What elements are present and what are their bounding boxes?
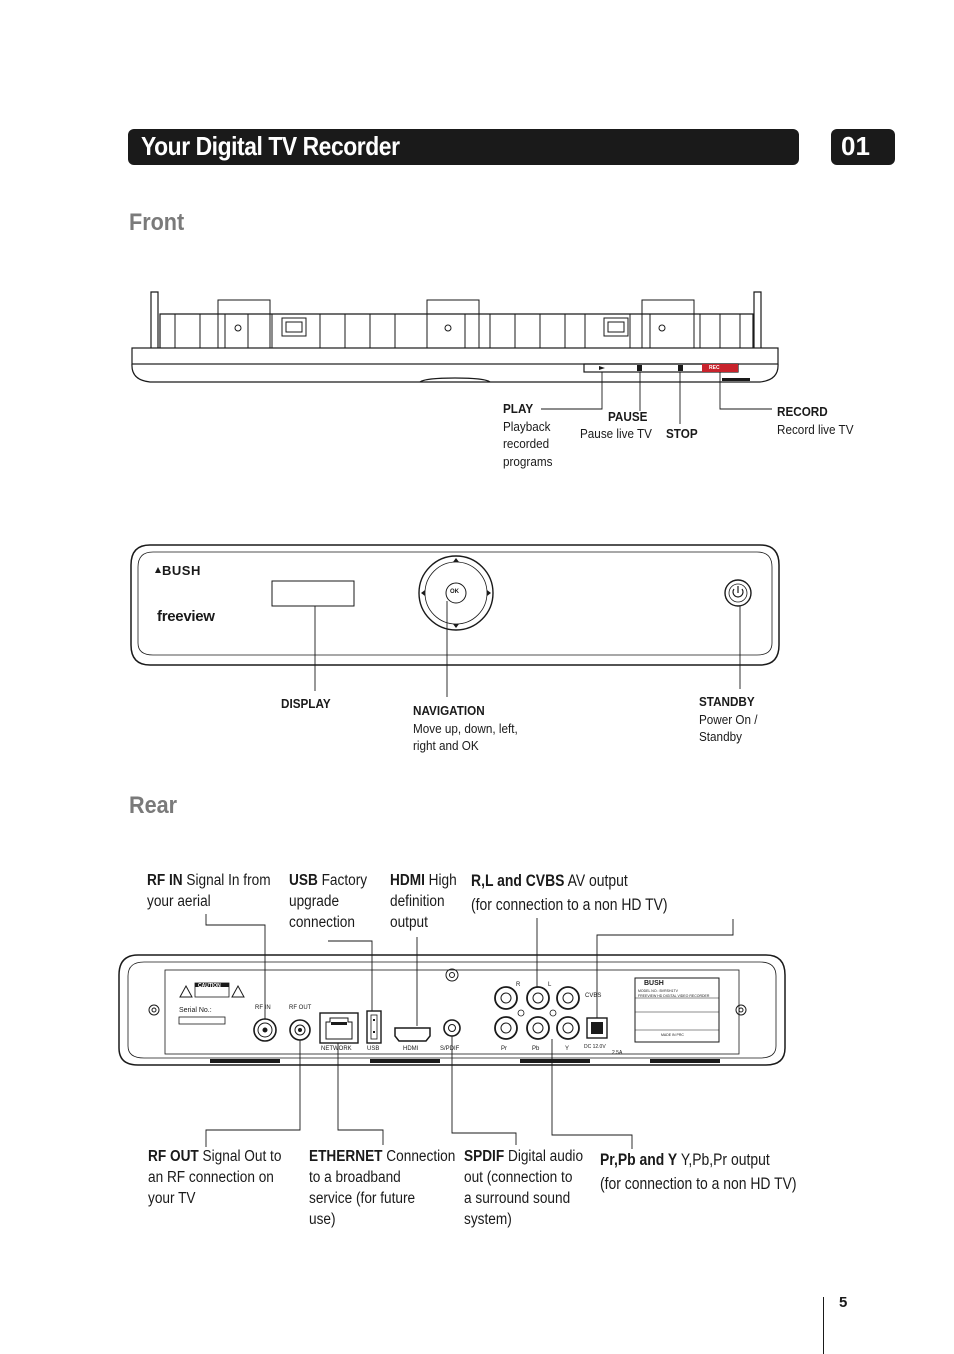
rf-out-desc-3: your TV xyxy=(148,1190,196,1207)
prpby-desc-2: (for connection to a non HD TV) xyxy=(600,1174,797,1193)
section-rear: Rear xyxy=(129,792,178,819)
prpby-desc-1: Y,Pb,Pr output xyxy=(677,1150,770,1169)
standby-desc-2: Standby xyxy=(699,729,742,744)
ethernet-desc-4: use) xyxy=(309,1211,336,1228)
usb-desc-3: connection xyxy=(289,914,355,931)
spdif-port-label: S/PDIF xyxy=(440,1046,460,1052)
ethernet-name: ETHERNET xyxy=(309,1148,383,1165)
rec-button-text: REC xyxy=(709,365,720,371)
chapter-number: 01 xyxy=(841,131,870,161)
rf-out-desc-2: an RF connection on xyxy=(148,1169,274,1186)
rating-label-brand: BUSH xyxy=(644,980,664,987)
pause-name: PAUSE xyxy=(608,409,648,424)
pr-port-label: Pr xyxy=(501,1046,507,1052)
ethernet-desc-2: to a broadband xyxy=(309,1169,401,1186)
rf-out-port-label: RF OUT xyxy=(289,1005,312,1011)
spdif-desc-4: system) xyxy=(464,1211,512,1228)
freeview-logo: freeview xyxy=(157,608,215,625)
spdif-callout: SPDIF Digital audio out (connection to a… xyxy=(464,1146,583,1230)
rl-cvbs-desc-2: (for connection to a non HD TV) xyxy=(471,895,668,914)
navigation-callout: NAVIGATION Move up, down, left, right an… xyxy=(413,702,518,755)
header-bar xyxy=(128,129,799,165)
rating-label-desc: FREEVIEW HD DIGITAL VIDEO RECORDER xyxy=(638,994,710,998)
pause-label: PAUSE xyxy=(608,408,647,426)
usb-port-label: USB xyxy=(367,1046,380,1052)
caution-label: CAUTION xyxy=(198,983,221,989)
pb-port-label: Pb xyxy=(532,1046,540,1052)
pause-desc: Pause live TV xyxy=(580,426,652,441)
prpby-callout: Pr,Pb and Y Y,Pb,Pr output (for connecti… xyxy=(600,1148,797,1196)
l-port-label: L xyxy=(548,982,552,988)
usb-callout: USB Factory upgrade connection xyxy=(289,870,367,933)
usb-desc-2: upgrade xyxy=(289,893,340,910)
network-port-label: NETWORK xyxy=(321,1046,352,1052)
hdmi-port-label: HDMI xyxy=(403,1046,419,1052)
rf-in-callout: RF IN Signal In from your aerial xyxy=(147,870,271,912)
y-port-label: Y xyxy=(565,1046,570,1052)
serial-label: Serial No.: xyxy=(179,1007,212,1014)
r-port-label: R xyxy=(516,982,521,988)
standby-callout: STANDBY Power On / Standby xyxy=(699,693,758,746)
record-desc: Record live TV xyxy=(777,421,854,437)
amp-label: 2.5A xyxy=(612,1050,623,1056)
rf-in-desc-1: Signal In from xyxy=(182,872,271,889)
page-number: 5 xyxy=(839,1294,848,1311)
page-rule xyxy=(823,1297,824,1354)
bush-logo: BUSH xyxy=(162,563,201,578)
ok-button-label: OK xyxy=(450,589,459,595)
play-desc-3: programs xyxy=(503,453,553,469)
rl-cvbs-callout: R,L and CVBS AV output (for connection t… xyxy=(471,869,668,917)
display-name: DISPLAY xyxy=(281,696,331,711)
dc-port-label: DC 12.0V xyxy=(584,1044,606,1050)
spdif-desc-2: out (connection to xyxy=(464,1169,573,1186)
page-title: Your Digital TV Recorder xyxy=(141,131,400,161)
rating-label-made: MADE IN PRC xyxy=(661,1033,684,1037)
rl-cvbs-name: R,L and CVBS xyxy=(471,871,565,890)
cvbs-port-label: CVBS xyxy=(585,993,602,999)
record-name: RECORD xyxy=(777,404,828,419)
rf-in-name: RF IN xyxy=(147,872,183,889)
navigation-name: NAVIGATION xyxy=(413,703,485,718)
stop-name: STOP xyxy=(666,426,698,441)
play-callout: PLAY Playback recorded programs xyxy=(503,400,552,470)
display-label: DISPLAY xyxy=(281,695,331,713)
hdmi-desc-1: High xyxy=(424,872,457,889)
section-front: Front xyxy=(129,209,185,236)
chapter-bar xyxy=(831,129,895,165)
hdmi-desc-3: output xyxy=(390,914,428,931)
standby-name: STANDBY xyxy=(699,694,755,709)
navigation-desc-2: right and OK xyxy=(413,738,479,753)
spdif-desc-1: Digital audio xyxy=(504,1148,584,1165)
ethernet-callout: ETHERNET Connection to a broadband servi… xyxy=(309,1146,455,1230)
spdif-desc-3: a surround sound xyxy=(464,1190,571,1207)
usb-name: USB xyxy=(289,872,318,889)
hdmi-name: HDMI xyxy=(390,872,425,889)
play-desc-1: Playback xyxy=(503,418,551,434)
prpby-name: Pr,Pb and Y xyxy=(600,1150,678,1169)
play-label: PLAY xyxy=(503,401,534,416)
rf-in-desc-2: your aerial xyxy=(147,893,211,910)
record-callout: RECORD Record live TV xyxy=(777,403,854,438)
hdmi-desc-2: definition xyxy=(390,893,445,910)
standby-desc-1: Power On / xyxy=(699,711,758,727)
ethernet-desc-3: service (for future xyxy=(309,1190,416,1207)
navigation-desc-1: Move up, down, left, xyxy=(413,720,518,736)
rf-out-name: RF OUT xyxy=(148,1148,199,1165)
spdif-name: SPDIF xyxy=(464,1148,505,1165)
rl-cvbs-desc-1: AV output xyxy=(564,871,628,890)
usb-desc-1: Factory xyxy=(317,872,368,889)
hdmi-callout: HDMI High definition output xyxy=(390,870,457,933)
rf-in-port-label: RF IN xyxy=(255,1005,271,1011)
rf-out-callout: RF OUT Signal Out to an RF connection on… xyxy=(148,1146,281,1209)
play-desc-2: recorded xyxy=(503,436,550,451)
rf-out-desc-1: Signal Out to xyxy=(198,1148,282,1165)
ethernet-desc-1: Connection xyxy=(382,1148,456,1165)
rating-label-model: MODEL NO.: BVRSH1TV xyxy=(638,989,678,993)
stop-label: STOP xyxy=(666,425,698,443)
